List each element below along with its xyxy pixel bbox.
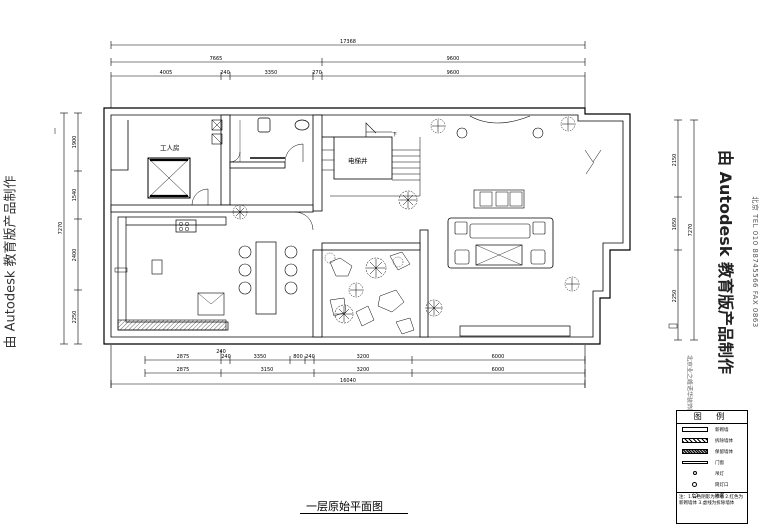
dim-right-2: 1650: [672, 218, 678, 231]
legend-label: 新砌墙: [715, 428, 729, 433]
legend-swatch-door-window: [682, 461, 708, 464]
dim-bottom-total: 16040: [340, 378, 356, 384]
dim-top-low-5: 9600: [447, 70, 460, 76]
bottom-dimensions: [110, 345, 586, 388]
dim-top-total: 17368: [340, 39, 356, 45]
dim-top-mid-right: 9600: [447, 56, 460, 62]
dim-bottom-top-1: 2875: [177, 354, 190, 360]
dim-bottom-small: 240: [216, 349, 226, 355]
legend-swatch-keep-wall: [682, 449, 708, 454]
legend-swatch-new-wall: [682, 427, 708, 432]
dim-bottom-top-3: 3350: [254, 354, 267, 360]
legend-item-downlight: 筒灯口: [677, 479, 747, 490]
legend-box: 图 例 新砌墙 拆除墙体 保留墙体 门窗 吊灯 筒灯口 地漏 注：1.白色阴影为…: [676, 410, 748, 524]
dim-bottom-top-4: 800: [293, 354, 303, 360]
dim-top-low-2: 240: [220, 70, 230, 76]
dim-bottom-mid-3: 3200: [357, 367, 370, 373]
dim-bottom-top-5: 240: [305, 354, 315, 360]
room-label-elevator: 电梯井: [348, 156, 368, 165]
dim-bottom-top-7: 6000: [492, 354, 505, 360]
legend-title: 图 例: [677, 411, 747, 424]
watermark-left: 由 Autodesk 教育版产品制作: [3, 175, 19, 349]
dim-bottom-mid-1: 2875: [177, 367, 190, 373]
dim-right-total: 7270: [688, 224, 694, 237]
dim-top-mid-left: 7665: [210, 56, 223, 62]
dim-left-4: 2250: [72, 311, 78, 324]
dim-bottom-mid-4: 6000: [492, 367, 505, 373]
dim-top-low-3: 3350: [265, 70, 278, 76]
plan-title: 一层原始平面图: [306, 500, 383, 513]
dim-bottom-top-2: 240: [221, 354, 231, 360]
legend-label: 地漏: [715, 494, 724, 499]
dim-top-low-4: 270: [312, 70, 322, 76]
dim-left-1: 1900: [72, 136, 78, 149]
legend-swatch-demolish-wall: [682, 438, 708, 443]
left-dimensions: [60, 112, 82, 345]
company-contact-info: 北京 TEL 010 88745566 FAX 0863: [751, 196, 759, 328]
legend-item-demolish-wall: 拆除墙体: [677, 435, 747, 446]
legend-label: 拆除墙体: [715, 439, 733, 444]
plan-title-underline: [300, 513, 408, 514]
legend-label: 门窗: [715, 461, 724, 466]
side-marks: [54, 128, 678, 329]
legend-note: 注：1.白色阴影为原墙 2.红色为新砌墙体 3.虚线为拆除墙体: [677, 492, 747, 523]
right-dimensions: [674, 119, 698, 341]
legend-item-door-window: 门窗: [677, 457, 747, 468]
dim-top-low-1: 4005: [160, 70, 173, 76]
dim-right-3: 2250: [672, 290, 678, 303]
dim-bottom-mid-2: 3150: [261, 367, 274, 373]
legend-item-keep-wall: 保留墙体: [677, 446, 747, 457]
dim-left-3: 2400: [72, 249, 78, 262]
legend-item-new-wall: 新砌墙: [677, 424, 747, 435]
legend-label: 筒灯口: [715, 483, 729, 488]
room-label-maid: 工人房: [160, 143, 180, 152]
legend-label: 保留墙体: [715, 450, 733, 455]
stair-down-label: 下: [392, 132, 397, 138]
dim-left-2: 1540: [72, 189, 78, 202]
dim-left-total: 7270: [58, 222, 64, 235]
dim-bottom-top-6: 3200: [357, 354, 370, 360]
legend-label: 吊灯: [715, 472, 724, 477]
dim-right-1: 2150: [672, 154, 678, 167]
legend-item-pendant-light: 吊灯: [677, 468, 747, 479]
walls: [103, 107, 631, 345]
watermark-right: 由 Autodesk 教育版产品制作: [716, 149, 735, 375]
pendant-light-icon: [693, 471, 697, 475]
top-dimensions: [110, 41, 586, 108]
plants: [232, 116, 580, 324]
downlight-icon: [692, 482, 697, 487]
